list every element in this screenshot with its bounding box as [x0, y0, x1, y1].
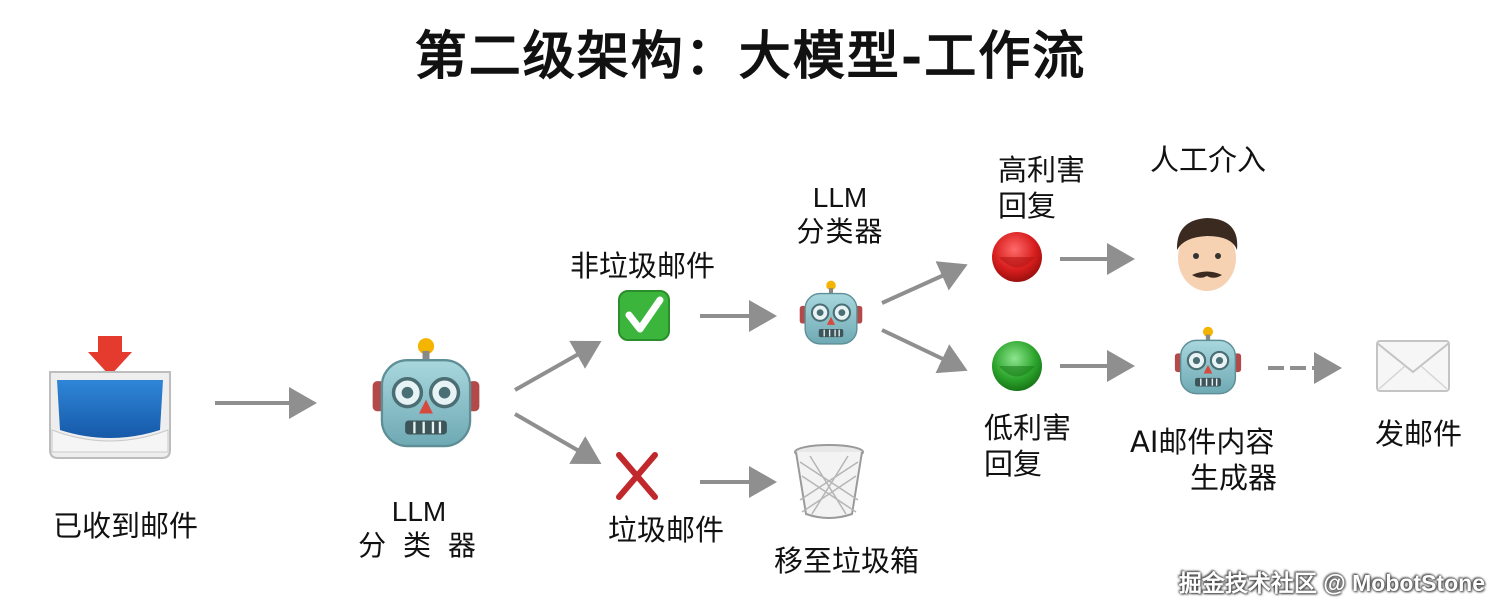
watermark: 掘金技术社区 @ MobotStone: [1178, 570, 1485, 596]
man-face-icon: [1176, 218, 1238, 291]
inbox-tray-icon: [49, 336, 171, 459]
arrow-classifier2-to-low: [881, 328, 968, 374]
trash-label: 移至垃圾箱: [774, 544, 920, 578]
inbox-label: 已收到邮件: [53, 509, 199, 543]
arrow-classifier2-to-high: [881, 261, 968, 305]
robot-icon: [1173, 325, 1243, 395]
check-mark-icon: [618, 290, 670, 341]
high-risk-line2: 回复: [998, 189, 1057, 223]
wastebasket-icon: [794, 444, 864, 519]
arrow-classifier-to-spam: [513, 412, 602, 465]
envelope-icon: [1376, 340, 1450, 392]
classifier1-label: LLM 分 类 器: [354, 495, 484, 563]
cross-mark-icon: [616, 452, 658, 500]
red-circle-icon: [992, 232, 1042, 282]
human-label: 人工介入: [1150, 143, 1267, 177]
classifier2-label-en: LLM: [812, 182, 868, 213]
low-risk-label: 低利害 回复: [984, 410, 1071, 482]
classifier1-label-zh: 分 类 器: [358, 529, 480, 562]
page-title: 第二级架构：大模型-工作流: [414, 26, 1087, 87]
low-risk-line2: 回复: [984, 447, 1043, 481]
robot-icon: [798, 279, 864, 345]
ai-gen-label: AI邮件内容 生成器: [1130, 424, 1290, 496]
high-risk-line1: 高利害: [998, 153, 1086, 187]
spam-label: 垃圾邮件: [608, 513, 725, 547]
send-label: 发邮件: [1375, 417, 1463, 451]
robot-icon: [370, 336, 482, 448]
green-circle-icon: [992, 341, 1042, 391]
high-risk-label: 高利害 回复: [998, 152, 1085, 224]
classifier1-label-en: LLM: [391, 496, 447, 527]
not-spam-label: 非垃圾邮件: [570, 249, 716, 283]
low-risk-line1: 低利害: [984, 411, 1072, 445]
ai-gen-line1: AI邮件内容: [1130, 425, 1275, 459]
arrow-classifier-to-notspam: [514, 340, 602, 392]
classifier2-label-zh: 分类器: [796, 215, 884, 248]
classifier2-label: LLM 分类器: [780, 181, 900, 249]
ai-gen-line2: 生成器: [1190, 461, 1278, 495]
